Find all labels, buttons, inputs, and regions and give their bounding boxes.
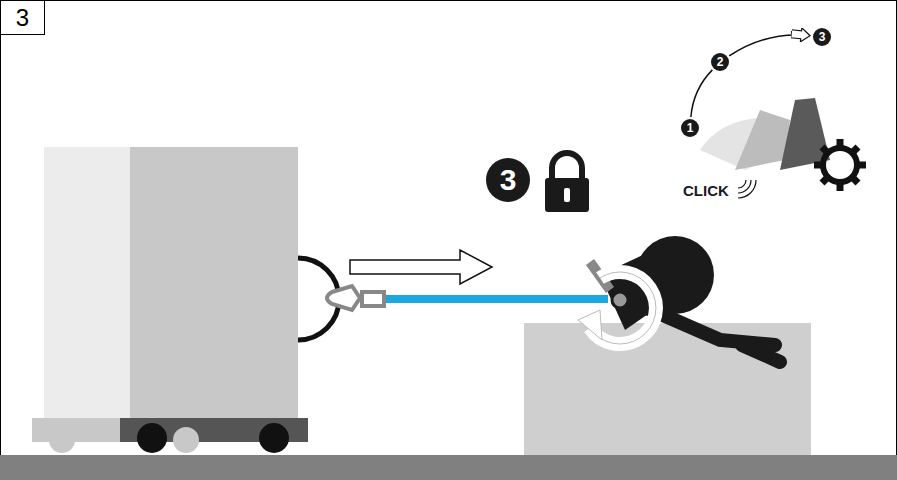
strap [386,295,608,303]
wheel [173,427,199,453]
lock-shackle [552,153,582,180]
wheel [49,427,75,453]
lock-body [545,178,589,212]
pull-arrow [350,250,492,284]
wheel [137,423,167,453]
hook-eye [362,292,384,306]
hook [327,286,360,310]
sound-label: CLICK [683,182,729,199]
callout-number: 3 [813,28,831,46]
lever-mid [735,110,790,170]
rotation-arrowhead [578,310,602,340]
bolt [612,292,628,308]
node-text: 3 [500,165,517,195]
callout-number: 2 [711,53,729,71]
step-badge: 3 [486,158,530,202]
floor [0,455,897,480]
motion-arc [691,70,712,117]
load-light [44,147,132,419]
sound-waves [738,180,756,198]
node-text: 3 [16,6,29,30]
handle-grip [742,345,780,362]
gear [814,139,866,191]
node-text: 2 [717,56,724,68]
wheel [259,423,289,453]
cart-base-light [32,418,122,442]
callout-number: 1 [681,119,699,137]
motion-arc [729,35,809,56]
node-text: 1 [687,122,694,134]
node-text: 3 [819,31,826,43]
lock-keyhole [564,188,570,202]
load [130,147,298,419]
step-number-box: 3 [0,0,45,35]
